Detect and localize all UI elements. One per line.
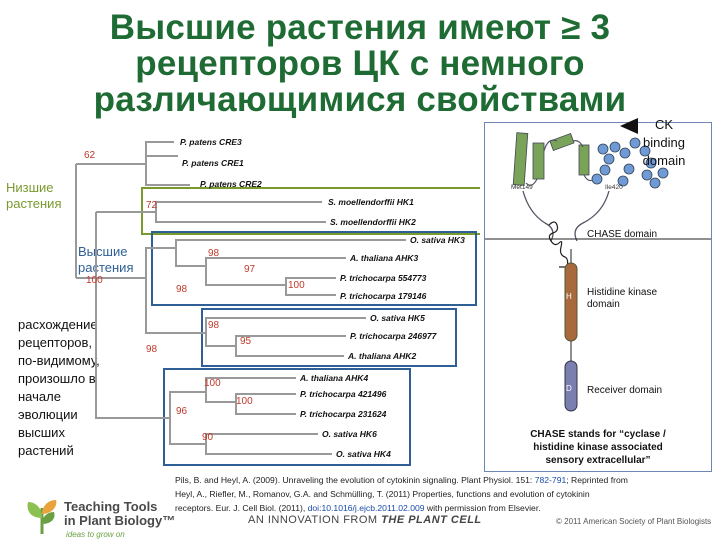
citation-text-part: with permission from Elsevier. <box>424 503 541 513</box>
citation-link[interactable]: 782-791 <box>534 475 567 485</box>
citation-line-2: Heyl, A., Riefler, M., Romanov, G.A. and… <box>175 489 590 499</box>
h-letter: H <box>566 292 572 301</box>
support-value: 100 <box>288 280 305 291</box>
support-value: 100 <box>204 378 221 389</box>
description-line: эволюции <box>18 407 78 422</box>
support-value: 98 <box>176 284 188 295</box>
lower-plants-label-line1: Низшие <box>6 180 54 195</box>
leaf-label: A. thaliana AHK2 <box>347 351 416 361</box>
chase-caption: CHASE stands for “cyclase / histidine ki… <box>486 428 710 467</box>
lower-plants-label-line2: растения <box>6 196 62 211</box>
hk-domain-label-1: Histidine kinase <box>587 287 657 298</box>
support-value: 62 <box>84 150 96 161</box>
support-value: 98 <box>208 320 220 331</box>
leaf-label: S. moellendorffii HK1 <box>328 197 414 207</box>
support-value: 98 <box>208 248 220 259</box>
teaching-tools-logo: Teaching Tools in Plant Biology™ <box>64 500 175 528</box>
description-line: растений <box>18 443 74 458</box>
leaf-label: O. sativa HK6 <box>322 429 377 439</box>
leaf-label: O. sativa HK4 <box>336 449 391 459</box>
caption-line: CHASE stands for “cyclase / <box>530 429 666 440</box>
citation-text-part: receptors. Eur. J. Cell Biol. (2011), <box>175 503 308 513</box>
receptor-domain-diagram: Met149 Ile420 CHASE domain H Histidine k… <box>485 132 711 412</box>
hk-domain-label-2: domain <box>587 299 620 310</box>
higher-plants-label-line2: растения <box>78 260 134 275</box>
support-value: 95 <box>240 336 252 347</box>
receptor-domain-figure: Met149 Ile420 CHASE domain H Histidine k… <box>484 122 712 472</box>
innovation-text: AN INNOVATION FROM <box>248 514 382 526</box>
histidine-kinase-domain <box>564 262 578 342</box>
divergence-description: расхождение рецепторов, по-видимому, про… <box>18 316 128 460</box>
plant-logo-icon <box>27 500 57 534</box>
higher-plants-label-line1: Высшие <box>78 244 128 259</box>
ck-label-line: binding <box>643 135 685 150</box>
leaf-label: P. trichocarpa 246977 <box>350 331 438 341</box>
title-line-1: Высшие растения имеют ≥ 3 <box>109 8 611 47</box>
leaf-label: O. sativa HK5 <box>370 313 425 323</box>
title-line-3: различающимися свойствами <box>93 80 627 119</box>
support-value: 90 <box>202 432 214 443</box>
caption-line: histidine kinase associated <box>533 442 663 453</box>
citation-text: Pils, B. and Heyl, A. (2009). Unraveling… <box>175 473 715 515</box>
description-line: расхождение <box>18 317 98 332</box>
support-value: 98 <box>146 344 158 355</box>
leaf-label: P. patens CRE2 <box>200 179 262 189</box>
citation-line-3: receptors. Eur. J. Cell Biol. (2011), do… <box>175 501 715 515</box>
leaf-label: A. thaliana AHK3 <box>349 253 418 263</box>
description-line: начале <box>18 389 61 404</box>
ck-label-line: domain <box>642 153 686 168</box>
logo-line: in Plant Biology™ <box>64 513 176 528</box>
d-letter: D <box>566 384 572 393</box>
doi-link[interactable]: doi:10.1016/j.ejcb.2011.02.009 <box>307 503 425 513</box>
ck-binding-domain-label: CK binding domain <box>626 116 702 170</box>
citation-text-part: Pils, B. and Heyl, A. (2009). Unraveling… <box>175 475 535 485</box>
receiver-domain <box>564 360 578 412</box>
leaf-label: P. patens CRE3 <box>180 137 242 147</box>
logo-tagline: ideas to grow on <box>66 530 125 539</box>
caption-line: sensory extracellular” <box>545 455 651 466</box>
slide-title: Высшие растения имеют ≥ 3 рецепторов ЦК … <box>0 10 720 118</box>
citation-text-part: ; Reprinted from <box>566 475 628 485</box>
tree-branches <box>75 141 406 455</box>
citation-line-1: Pils, B. and Heyl, A. (2009). Unraveling… <box>175 473 715 487</box>
support-value: 100 <box>236 396 253 407</box>
support-value: 97 <box>244 264 256 275</box>
leaf-label: P. trichocarpa 231624 <box>300 409 387 419</box>
chase-domain-structure <box>512 132 669 189</box>
phylogenetic-tree: 62 72 100 98 97 100 98 98 95 98 100 100 … <box>75 137 480 466</box>
description-line: рецепторов, <box>18 335 93 350</box>
description-line: по-видимому, <box>18 353 100 368</box>
copyright-text: © 2011 American Society of Plant Biologi… <box>556 517 712 526</box>
clade-box-ahk3 <box>151 231 477 306</box>
chase-domain-label: CHASE domain <box>587 229 657 240</box>
met149-label: Met149 <box>511 184 533 191</box>
ile420-label: Ile420 <box>605 184 623 191</box>
description-line: высших <box>18 425 65 440</box>
leaf-label: A. thaliana AHK4 <box>299 373 368 383</box>
leaf-label: P. trichocarpa 554773 <box>340 273 427 283</box>
arrow-shaft <box>626 124 634 127</box>
leaf-label: P. trichocarpa 421496 <box>300 389 387 399</box>
leaf-label: P. trichocarpa 179146 <box>340 291 427 301</box>
description-line: произошло в <box>18 371 96 386</box>
title-line-2: рецепторов ЦК с немного <box>135 44 585 83</box>
leaf-label: O. sativa HK3 <box>410 235 465 245</box>
leaf-label: S. moellendorffii HK2 <box>330 217 416 227</box>
plant-cell-name: THE PLANT CELL <box>381 514 482 526</box>
support-value: 72 <box>146 200 158 211</box>
receiver-domain-label: Receiver domain <box>587 385 662 396</box>
logo-line: Teaching Tools <box>64 499 158 514</box>
lower-plants-box <box>141 187 480 235</box>
innovation-credit: AN INNOVATION FROM THE PLANT CELL <box>248 514 482 526</box>
clade-box-ahk2 <box>201 308 457 367</box>
lower-plants-label: Низшие растения <box>6 180 61 212</box>
support-value: 100 <box>86 275 103 286</box>
transmembrane-helix <box>548 221 569 268</box>
ck-label-line: CK <box>654 117 674 132</box>
higher-plants-label: Высшие растения <box>78 244 133 276</box>
leaf-label: P. patens CRE1 <box>182 158 244 168</box>
support-value: 96 <box>176 406 188 417</box>
